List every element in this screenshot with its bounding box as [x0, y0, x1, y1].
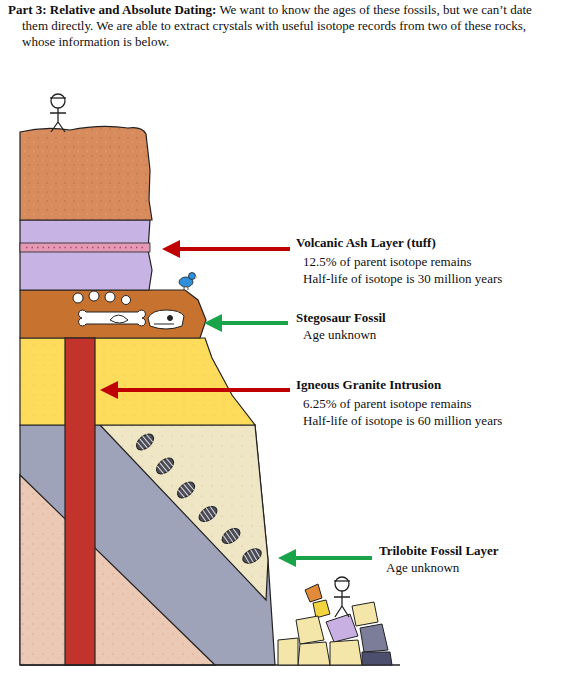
isotope-note: Half-life of isotope is 60 million years	[303, 413, 502, 429]
trilobite-ribs	[157, 458, 174, 475]
person-hat	[50, 97, 66, 98]
rock	[278, 638, 298, 665]
stegosaur-bones	[73, 291, 184, 329]
trilobite	[174, 479, 197, 501]
red-arrow-head	[162, 240, 180, 258]
person-body	[50, 108, 66, 132]
rock	[296, 616, 324, 644]
isotope-note: 6.25% of parent isotope remains	[303, 396, 472, 412]
stegosaur-layer	[20, 290, 206, 338]
red-arrow-head	[100, 381, 118, 399]
trilobite-fossils	[133, 431, 263, 566]
part-title: Part 3: Relative and Absolute Dating:	[8, 2, 216, 17]
green-arrow-shaft	[294, 556, 372, 560]
red-arrow-shaft	[116, 388, 290, 392]
bird	[179, 273, 198, 291]
bone-fragment	[110, 315, 128, 323]
isotope-note: Half-life of isotope is 30 million years	[303, 271, 502, 287]
green-arrow-shaft	[220, 321, 288, 325]
trilobite-body	[133, 431, 156, 453]
trilobite-body	[174, 479, 197, 501]
red-arrow-shaft	[178, 247, 290, 251]
person-head	[335, 577, 349, 591]
tuff-band	[20, 243, 150, 252]
skull	[148, 310, 184, 329]
person-hat	[334, 580, 350, 581]
vertebra	[105, 292, 115, 302]
skull-eye	[168, 316, 173, 321]
gray-rock-layer	[20, 425, 275, 665]
trilobite-ribs	[223, 528, 240, 545]
layer-name: Volcanic Ash Layer (tuff)	[296, 235, 436, 251]
trilobite	[240, 546, 263, 566]
person-bottom	[334, 577, 350, 617]
rock	[362, 652, 392, 665]
bird-head	[189, 273, 196, 280]
trilobite-ribs	[244, 548, 260, 564]
vertebra	[73, 293, 83, 303]
green-arrow-head	[204, 314, 222, 332]
age-note: Age unknown	[386, 560, 459, 576]
trilobite-ribs	[178, 482, 195, 499]
leg-bone	[79, 310, 146, 326]
tuff-dots	[26, 247, 146, 249]
layer-name: Stegosaur Fossil	[296, 310, 386, 326]
rock	[298, 642, 330, 665]
isotope-note: 12.5% of parent isotope remains	[303, 254, 472, 270]
rock	[305, 584, 322, 602]
trilobite-body	[196, 503, 219, 524]
rock	[360, 624, 388, 652]
rubble-pile	[278, 584, 392, 665]
trilobite-body	[219, 525, 242, 546]
rock	[313, 600, 330, 618]
yellow-rock-layer	[20, 338, 255, 425]
person-body	[334, 591, 350, 617]
age-note: Age unknown	[303, 327, 376, 343]
vertebra	[89, 291, 99, 301]
intro-paragraph: Part 3: Relative and Absolute Dating: We…	[8, 2, 556, 50]
trilobite	[219, 525, 242, 546]
person-head	[51, 94, 65, 108]
trilobite-body	[153, 455, 176, 477]
layer-name: Trilobite Fossil Layer	[379, 543, 499, 559]
trilobite	[133, 431, 156, 453]
trilobite	[196, 503, 219, 524]
granite-intrusion	[65, 338, 95, 665]
bird-legs	[184, 287, 188, 290]
skull-jaw	[154, 324, 174, 325]
trilobite-ribs	[200, 506, 217, 523]
layer-name: Igneous Granite Intrusion	[296, 377, 441, 393]
green-arrow-head	[278, 549, 296, 567]
trilobite-ribs	[137, 434, 154, 451]
bird-beak	[195, 276, 198, 278]
trilobite-body	[240, 546, 263, 566]
rock	[330, 640, 362, 665]
topsoil-layer	[20, 126, 152, 220]
rock	[326, 614, 358, 642]
ash-layer	[20, 220, 152, 290]
vertebra	[122, 296, 131, 305]
trilobite	[153, 455, 176, 477]
trilobite-layer	[100, 425, 268, 600]
rock	[352, 602, 378, 626]
person-top	[50, 94, 66, 132]
